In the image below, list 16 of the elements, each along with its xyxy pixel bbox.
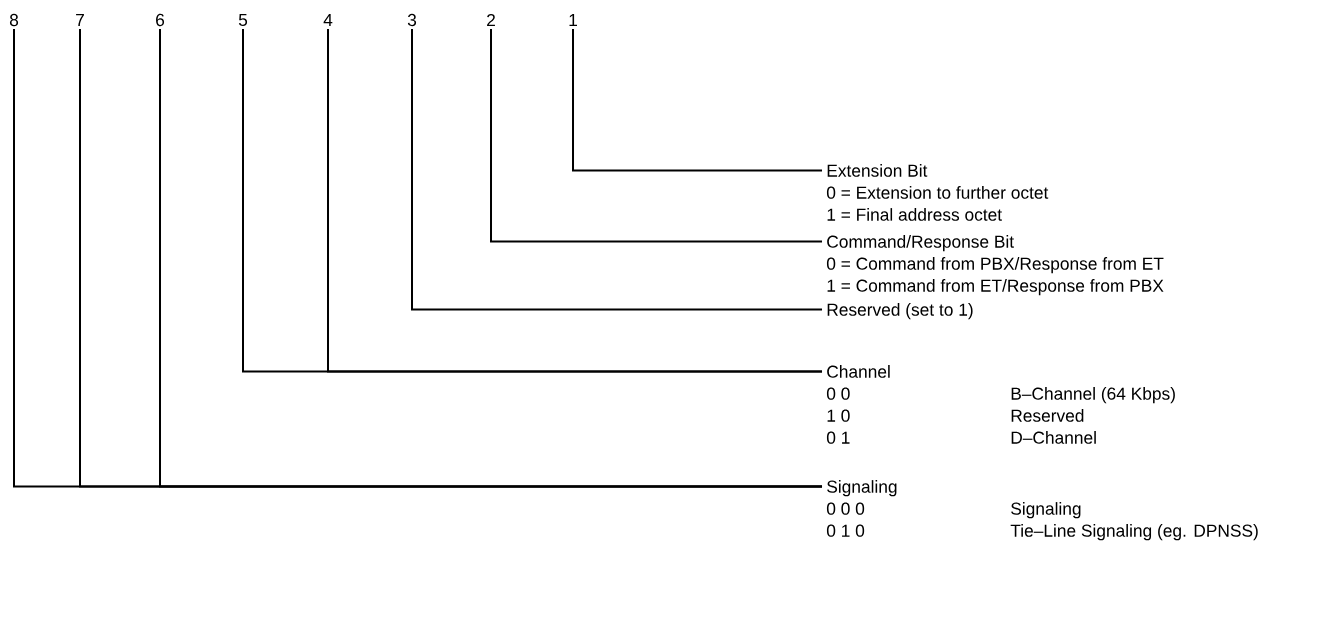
connector-line xyxy=(572,27,823,172)
bit-number: 3 xyxy=(407,13,417,27)
bit-number: 6 xyxy=(156,13,165,27)
field-description: Signaling 0 0 0 Signaling 0 1 0 Tie–Line Signaling (eg. DPNSS) xyxy=(826,480,1258,541)
connector-line xyxy=(411,28,823,311)
field-description: Reserved (set to 1) xyxy=(827,303,973,320)
bit-number: 2 xyxy=(487,13,495,27)
field-description: Extension Bit 0 = Extension to further octet 1 = Final address octet xyxy=(826,164,1049,221)
bit-number: 5 xyxy=(238,13,248,27)
connector-line xyxy=(490,28,823,243)
bit-number: 8 xyxy=(9,13,19,27)
bit-number: 7 xyxy=(76,14,84,26)
field-description: Command/Response Bit 0 = Command from PBX/Response from ET 1 = Command from ET/Response from PBX xyxy=(826,235,1164,296)
bit-number: 1 xyxy=(569,14,577,26)
field-description: Channel 0 0 B–Channel (64 Kbps) 1 0 Reserved 0 1 D–Channel xyxy=(826,365,1175,444)
bit-number: 4 xyxy=(323,14,333,26)
